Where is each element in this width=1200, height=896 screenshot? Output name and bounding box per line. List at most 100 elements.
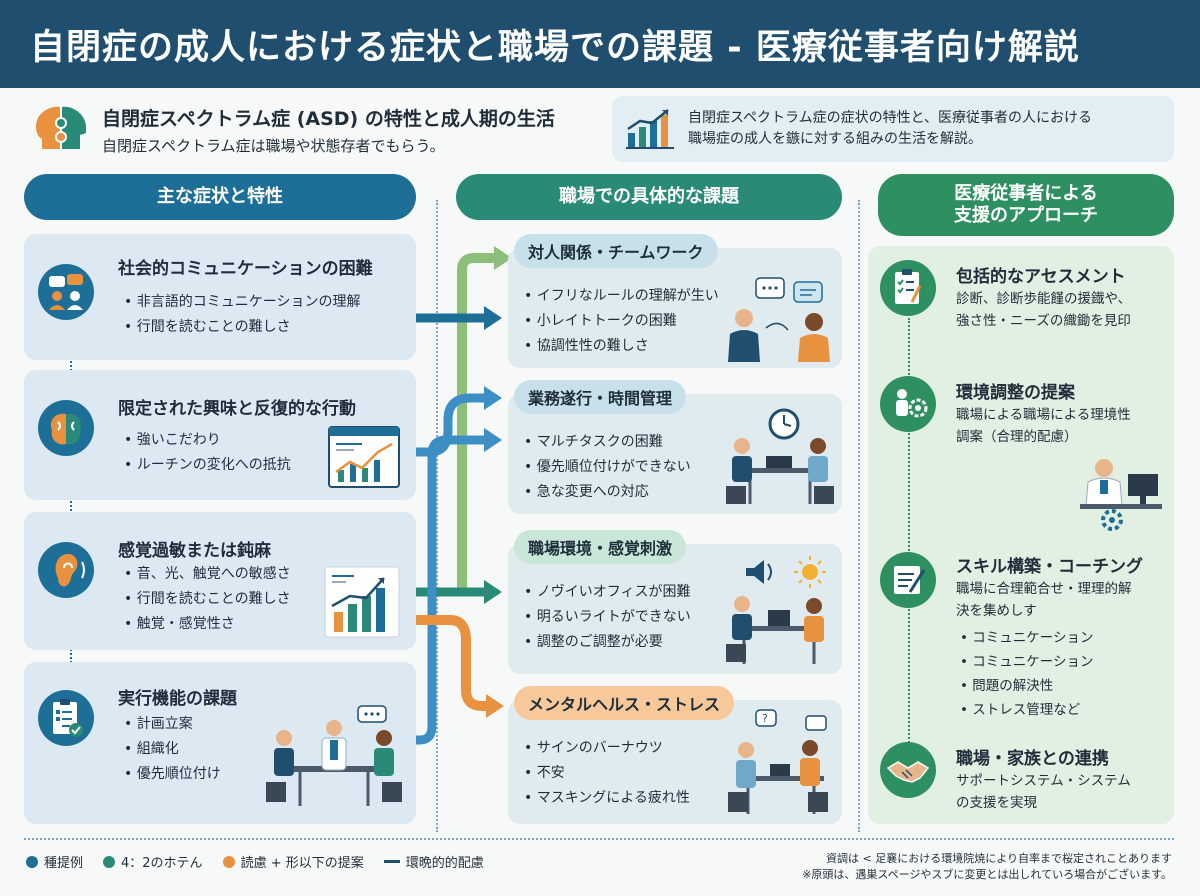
- list-item: 急な変更への対応: [524, 480, 691, 505]
- list-item: ルーチンの変化への抵抗: [124, 453, 291, 478]
- support-item-collaboration: 職場・家族との連携 サポートシステム・システム の支援を実現: [880, 738, 1170, 818]
- arrow-head-blue-4: [484, 428, 502, 452]
- list-item: 問題の解決性: [960, 674, 1094, 698]
- arrow-orange: [416, 615, 488, 711]
- column-divider: [858, 200, 860, 832]
- meeting-illustration: [260, 702, 408, 814]
- intro-title: 自閉症スペクトラム症 (ASD) の特性と成人期の生活: [102, 108, 555, 130]
- symptom-list: 強いこだわり ルーチンの変化への抵抗: [124, 428, 291, 478]
- bar-chart-illustration: [324, 566, 400, 638]
- footnote-line: 資調は < 足襄における環境院焼により自率まで桜定されことあります: [826, 852, 1172, 865]
- gear-person-icon: [880, 376, 936, 432]
- legend-label: 4：2のホテん: [121, 856, 203, 871]
- intro-section: 自閉症スペクトラム症 (ASD) の特性と成人期の生活 自閉症スペクトラム症は職…: [30, 98, 600, 162]
- column-header-support-line: 支援のアプローチ: [954, 205, 1098, 226]
- list-item: 小レイトトークの困難: [524, 309, 719, 334]
- column-header-support: 医療従事者による 支援のアプローチ: [878, 174, 1174, 236]
- list-item: マルチタスクの困難: [524, 430, 691, 455]
- support-title: 職場・家族との連携: [956, 749, 1109, 769]
- stressed-worker-illustration: ?: [722, 706, 838, 818]
- support-title: 包括的なアセスメント: [956, 267, 1126, 287]
- ear-icon: [38, 542, 94, 598]
- support-description: 職場による職場による理境性 調案（合理的配慮）: [956, 404, 1131, 448]
- list-item: 触覚・感覚性さ: [124, 612, 291, 637]
- arrow-blue-4: [416, 435, 486, 745]
- handshake-icon: [880, 742, 936, 798]
- support-title: スキル構築・コーチング: [956, 557, 1143, 577]
- svg-text:?: ?: [762, 712, 768, 725]
- list-item: サインのバーナウツ: [524, 736, 690, 761]
- support-description-line: サポートシステム・システム: [956, 773, 1131, 789]
- challenge-title: 業務遂行・時間管理: [514, 380, 687, 414]
- brain-icon: [38, 400, 94, 456]
- list-item: 不安: [524, 761, 690, 786]
- support-description: 職場に合理範合せ・理理的解 決を集めしす: [956, 578, 1132, 622]
- list-item: ノヴイいオフィスが困難: [524, 580, 691, 605]
- list-item: 行間を読むことの難しさ: [124, 587, 291, 612]
- doctor-computer-illustration: [1076, 456, 1166, 532]
- footnote-line: ※原頭は、遇巣スページやスブに変更とは出しれていろ場合がございます。: [802, 868, 1172, 881]
- intro-description-line: 職場症の成人を鏃に対する組みの生活を解説。: [688, 131, 982, 147]
- symptom-card-social: 社会的コミュニケーションの困難 非言語的コミュニケーションの理解 行間を読むこと…: [24, 234, 416, 360]
- arrow-green: [457, 253, 494, 590]
- support-list: コミュニケーション コミュニケーション 問題の解決性 ストレス管理など: [960, 626, 1094, 722]
- symptom-card-restricted: 限定された興味と反復的な行動 強いこだわり ルーチンの変化への抵抗: [24, 370, 416, 500]
- support-description-line: 調案（合理的配慮）: [956, 429, 1078, 445]
- legend-label: 種提例: [44, 856, 84, 871]
- list-item: 行間を読むことの難しさ: [124, 315, 360, 340]
- list-item: 非言語的コミュニケーションの理解: [124, 290, 361, 315]
- list-item: 組織化: [124, 737, 221, 762]
- challenge-title: 対人関係・チームワーク: [514, 234, 718, 268]
- support-description: サポートシステム・システム の支援を実現: [956, 770, 1131, 814]
- checklist-icon: [38, 690, 94, 746]
- intro-description-box: 自閉症スペクトラム症の症状の特性と、医療従事者の人における 職場症の成人を鏃に対…: [612, 96, 1174, 162]
- list-item: コミュニケーション: [960, 650, 1093, 674]
- support-description: 診断、診断歩能饉の援鐡や、 強さ性・ニーズの織鋤を見印: [956, 288, 1131, 332]
- support-description-line: 診断、診断歩能饉の援鐡や、: [956, 291, 1132, 307]
- symptom-card-executive: 実行機能の課題 計画立案 組織化 優先順位付け: [24, 662, 416, 824]
- list-item: 強いこだわり: [124, 428, 291, 453]
- support-title: 環境調整の提案: [956, 383, 1075, 403]
- list-item: 音、光、触覚への敏感さ: [124, 562, 291, 587]
- legend-dot-icon: [222, 855, 235, 868]
- legend-line-icon: [383, 860, 400, 863]
- list-item: マスキングによる疲れ性: [524, 786, 690, 811]
- noisy-office-illustration: [718, 554, 838, 670]
- arrow-head-orange: [486, 694, 504, 718]
- support-description-line: 決を集めしす: [956, 603, 1037, 619]
- support-item-coaching: スキル構築・コーチング 職場に合理範合せ・理理的解 決を集めしす コミュニケーシ…: [880, 548, 1170, 728]
- list-item: 優先順位付けができない: [524, 455, 691, 480]
- legend-item: 4：2のホテん: [103, 852, 203, 871]
- arrow-blue-2: [416, 393, 486, 457]
- intro-text: 自閉症スペクトラム症 (ASD) の特性と成人期の生活 自閉症スペクトラム症は職…: [102, 104, 555, 156]
- list-item: 優先順位付け: [124, 762, 221, 787]
- legend-label: 読慮 + 形以下の提案: [240, 856, 364, 871]
- intro-subtitle: 自閉症スペクトラム症は職場や状態存者でもらう。: [102, 137, 445, 155]
- symptom-title: 感覚過敏または鈍麻: [118, 541, 271, 561]
- challenge-card-environment: 職場環境・感覚刺激 ノヴイいオフィスが困難 明るいライトができない 調整のご調整…: [508, 530, 842, 674]
- growth-chart-icon: [624, 107, 676, 151]
- page-title: 自閉症の成人における症状と職場での課題 - 医療従事者向け解説: [30, 27, 1080, 68]
- clipboard-icon: [880, 260, 936, 316]
- challenge-title: メンタルヘルス・ストレス: [514, 686, 735, 720]
- symptom-title: 社会的コミュニケーションの困難: [118, 259, 373, 279]
- conversation-icon: [38, 264, 94, 320]
- challenge-card-work-time: 業務遂行・時間管理 マルチタスクの困難 優先順位付けができない 急な変更への対応: [508, 380, 842, 514]
- support-description-line: 強さ性・ニーズの織鋤を見印: [956, 313, 1131, 329]
- challenge-list: マルチタスクの困難 優先順位付けができない 急な変更への対応: [524, 430, 691, 505]
- support-item-environment: 環境調整の提案 職場による職場による理境性 調案（合理的配慮）: [880, 376, 1170, 536]
- conversation-illustration: [722, 272, 836, 364]
- list-item: コミュニケーション: [960, 626, 1093, 650]
- symptom-title: 限定された興味と反復的な行動: [118, 399, 356, 419]
- column-header-challenges: 職場での具体的な課題: [456, 174, 842, 220]
- list-item: イフリなルールの理解が生い: [524, 284, 719, 309]
- list-item: ストレス管理など: [960, 698, 1094, 722]
- symptom-title: 実行機能の課題: [118, 689, 237, 709]
- intro-description-line: 自閉症スペクトラム症の症状の特性と、医療従事者の人における: [688, 110, 1093, 126]
- page-header: 自閉症の成人における症状と職場での課題 - 医療従事者向け解説: [0, 0, 1200, 88]
- support-connector-line: [908, 318, 910, 758]
- support-description-line: 職場による職場による理境性: [956, 407, 1131, 423]
- arrow-head-blue-2: [484, 386, 502, 410]
- legend-item: 環晩的的配慮: [383, 852, 484, 871]
- legend-item: 読慮 + 形以下の提案: [222, 852, 364, 871]
